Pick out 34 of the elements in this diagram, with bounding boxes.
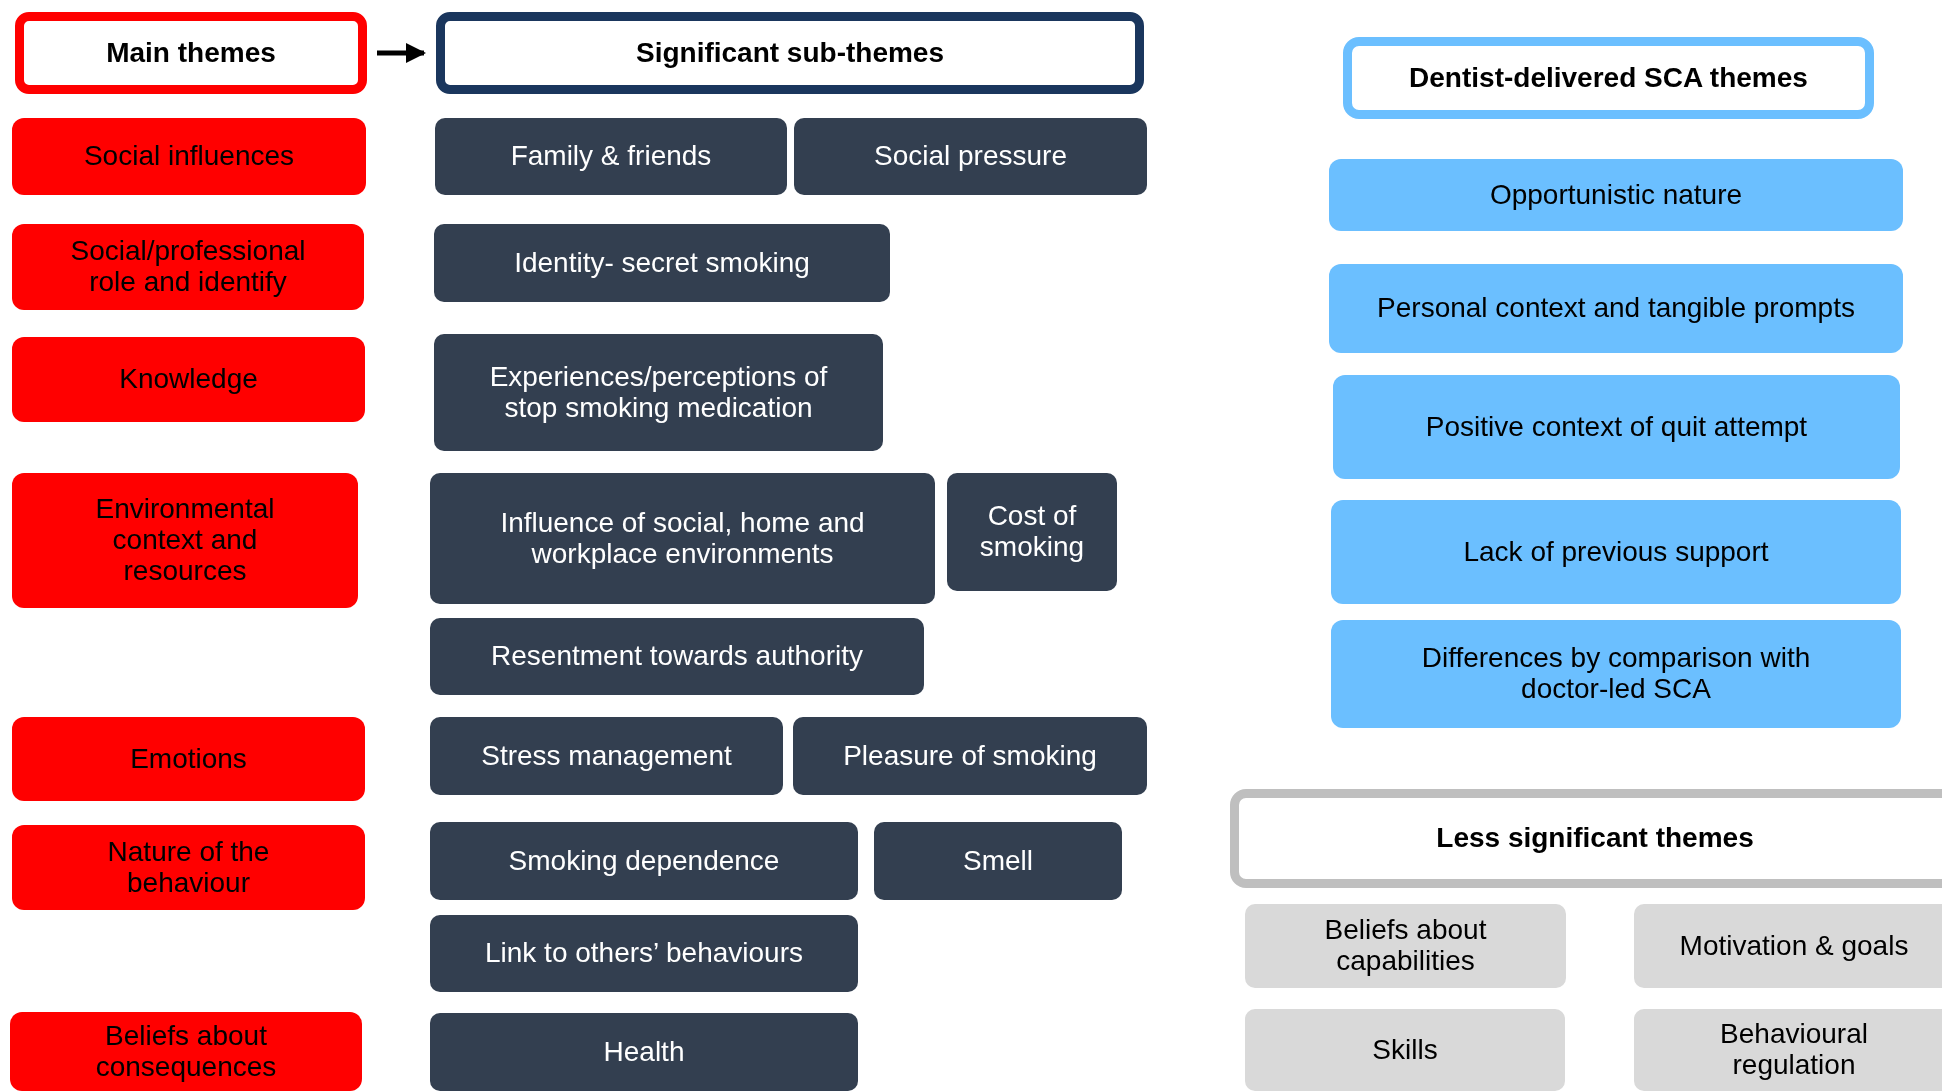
sub-theme-box: Social pressure [794, 118, 1147, 195]
sub-theme-box: Influence of social, home and workplace environments [430, 473, 935, 604]
theme-box: Social influences [12, 118, 366, 195]
theme-box: Beliefs about capabilities [1245, 904, 1566, 988]
sub-theme-box: Family & friends [435, 118, 787, 195]
sub-theme-box: Smoking dependence [430, 822, 858, 900]
theme-box: Lack of previous support [1331, 500, 1901, 604]
theme-box: Skills [1245, 1009, 1565, 1091]
sub-theme-box: Link to others’ behaviours [430, 915, 858, 992]
theme-box: Opportunistic nature [1329, 159, 1903, 231]
theme-box: Social/professional role and identify [12, 224, 364, 310]
theme-box: Emotions [12, 717, 365, 801]
sub-theme-box: Pleasure of smoking [793, 717, 1147, 795]
arrow [377, 43, 426, 63]
column-header: Significant sub-themes [436, 12, 1144, 94]
sub-theme-box: Experiences/perceptions of stop smoking medication [434, 334, 883, 451]
sub-theme-box: Health [430, 1013, 858, 1091]
theme-box: Behavioural regulation [1634, 1009, 1942, 1091]
sub-theme-box: Stress management [430, 717, 783, 795]
theme-box: Positive context of quit attempt [1333, 375, 1900, 479]
theme-box: Nature of the behaviour [12, 825, 365, 910]
theme-box: Differences by comparison with doctor-led SCA [1331, 620, 1901, 728]
sub-theme-box: Cost of smoking [947, 473, 1117, 591]
column-header: Main themes [15, 12, 367, 94]
theme-box: Environmental context and resources [12, 473, 358, 608]
theme-box: Personal context and tangible prompts [1329, 264, 1903, 353]
column-header: Dentist-delivered SCA themes [1343, 37, 1874, 119]
sub-theme-box: Smell [874, 822, 1122, 900]
theme-box: Beliefs about consequences [10, 1012, 362, 1091]
theme-box: Motivation & goals [1634, 904, 1942, 988]
sub-theme-box: Resentment towards authority [430, 618, 924, 695]
sub-theme-box: Identity- secret smoking [434, 224, 890, 302]
theme-box: Knowledge [12, 337, 365, 422]
column-header: Less significant themes [1230, 789, 1942, 888]
